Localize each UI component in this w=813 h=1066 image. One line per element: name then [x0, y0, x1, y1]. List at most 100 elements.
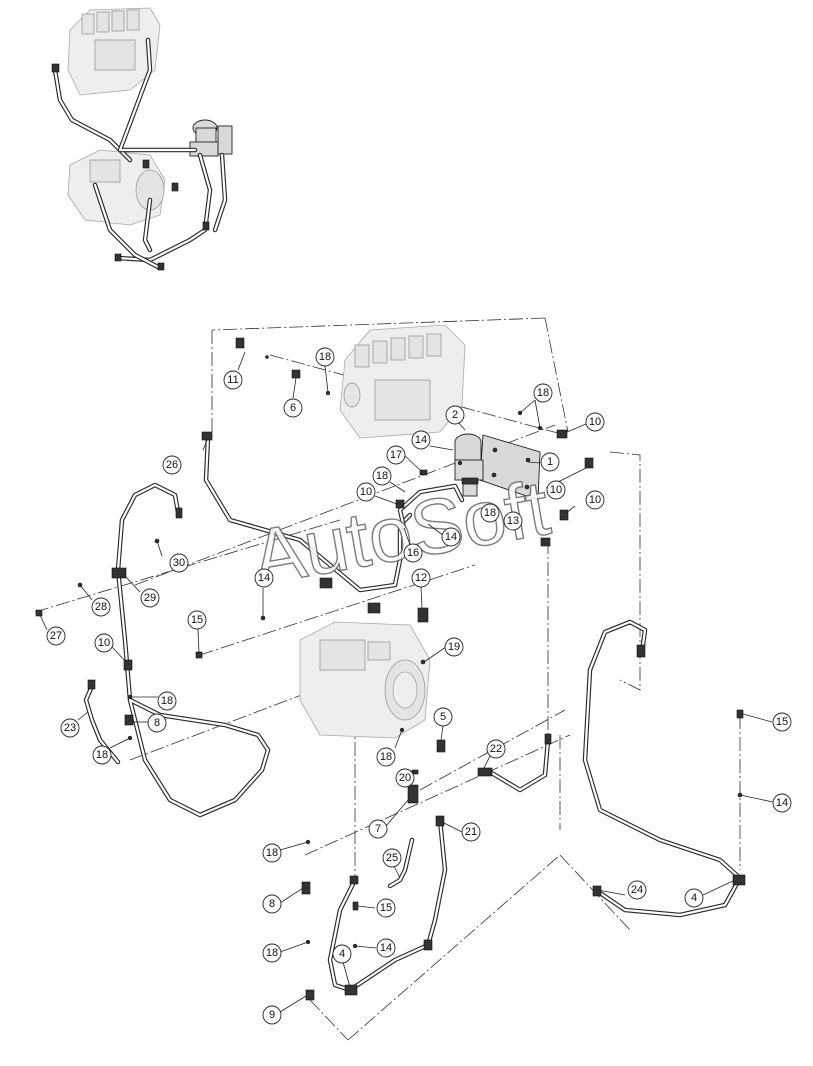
callout-10-c: 10 — [356, 482, 376, 502]
callout-18-c: 18 — [372, 466, 392, 486]
callout-29: 29 — [140, 588, 160, 608]
svg-text:24: 24 — [631, 884, 643, 896]
callouts: 11 6 18 18 10 2 14 17 1 10 18 10 10 18 1… — [39, 347, 792, 1025]
fitting-26-end — [201, 431, 213, 441]
callout-25: 25 — [382, 848, 402, 868]
callout-9: 9 — [262, 1005, 282, 1025]
callout-10-b: 10 — [546, 480, 566, 500]
callout-18-d: 18 — [480, 503, 500, 523]
svg-text:27: 27 — [50, 630, 62, 642]
callout-8-b: 8 — [262, 894, 282, 914]
svg-text:11: 11 — [227, 374, 238, 386]
fitting-10-left — [123, 659, 133, 671]
callout-7: 7 — [368, 819, 388, 839]
callout-6: 6 — [283, 398, 303, 418]
overview-pump — [67, 149, 166, 226]
callout-4-a: 4 — [684, 888, 704, 908]
hydraulic-pump — [299, 621, 431, 739]
callout-10-e: 10 — [94, 633, 114, 653]
callout-14-e: 14 — [376, 938, 396, 958]
svg-text:18: 18 — [380, 751, 392, 763]
callout-14-c: 14 — [254, 568, 274, 588]
callout-23: 23 — [60, 718, 80, 738]
svg-text:10: 10 — [589, 416, 601, 428]
callout-10-d: 10 — [585, 490, 605, 510]
callout-4-b: 4 — [332, 944, 352, 964]
callout-15-b: 15 — [772, 712, 792, 732]
svg-text:9: 9 — [269, 1009, 275, 1021]
fitting-21-bottom — [423, 939, 433, 951]
svg-text:5: 5 — [440, 711, 446, 723]
fitting-10b — [584, 457, 594, 469]
svg-text:4: 4 — [339, 948, 345, 960]
svg-text:14: 14 — [445, 531, 457, 543]
fitting-10a — [556, 429, 568, 439]
svg-text:8: 8 — [269, 898, 275, 910]
svg-text:19: 19 — [448, 641, 460, 653]
svg-text:2: 2 — [452, 409, 458, 421]
tee-8 — [124, 714, 134, 726]
fitting-12 — [417, 607, 429, 623]
callout-18-h: 18 — [262, 843, 282, 863]
svg-text:1: 1 — [547, 456, 553, 468]
callout-30: 30 — [169, 553, 189, 573]
svg-text:18: 18 — [266, 947, 278, 959]
callout-26: 26 — [162, 455, 182, 475]
callout-14-d: 14 — [772, 793, 792, 813]
fitting-29-end — [175, 507, 183, 519]
fitting-22-end — [477, 767, 493, 777]
svg-text:16: 16 — [407, 547, 419, 559]
fitting-9 — [305, 989, 315, 1001]
fitting-bottom-hose — [349, 875, 359, 885]
callout-28: 28 — [91, 597, 111, 617]
overview-control-valve — [67, 7, 161, 96]
bolt-17 — [419, 469, 428, 476]
callout-15-c: 15 — [376, 898, 396, 918]
fitting-5 — [436, 739, 446, 753]
svg-text:18: 18 — [161, 695, 173, 707]
svg-text:30: 30 — [173, 557, 185, 569]
clamp-14b — [367, 602, 381, 614]
svg-text:6: 6 — [290, 402, 296, 414]
svg-text:15: 15 — [191, 614, 203, 626]
svg-text:10: 10 — [550, 484, 562, 496]
callout-14-a: 14 — [411, 430, 431, 450]
watermark-text: AutoSoft — [246, 463, 556, 602]
callout-18-i: 18 — [262, 943, 282, 963]
callout-18-b: 18 — [533, 383, 553, 403]
callout-12: 12 — [411, 568, 431, 588]
overview-inset — [51, 7, 233, 271]
callout-1: 1 — [540, 452, 560, 472]
callout-24: 24 — [627, 880, 647, 900]
svg-text:20: 20 — [399, 772, 411, 784]
callout-15-a: 15 — [187, 610, 207, 630]
clamp-14a — [319, 577, 333, 589]
tee-8-bottom — [301, 881, 311, 895]
svg-text:21: 21 — [465, 826, 477, 838]
svg-text:18: 18 — [484, 507, 496, 519]
svg-text:25: 25 — [386, 852, 398, 864]
svg-text:18: 18 — [319, 351, 331, 363]
fitting-24-end2 — [592, 885, 602, 897]
svg-text:22: 22 — [490, 743, 502, 755]
callout-17: 17 — [386, 445, 406, 465]
fitting-22-end2 — [544, 733, 552, 745]
svg-text:13: 13 — [507, 515, 519, 527]
svg-text:18: 18 — [96, 749, 108, 761]
svg-text:14: 14 — [380, 942, 392, 954]
callout-11: 11 — [223, 370, 243, 390]
svg-text:4: 4 — [691, 892, 697, 904]
fitting-21-end — [435, 815, 445, 827]
callout-10-a: 10 — [585, 412, 605, 432]
callout-18-e: 18 — [157, 691, 177, 711]
svg-text:7: 7 — [375, 823, 381, 835]
svg-text:26: 26 — [166, 459, 178, 471]
svg-text:28: 28 — [95, 601, 107, 613]
fitting-11 — [235, 337, 245, 349]
callout-22: 22 — [486, 739, 506, 759]
svg-text:17: 17 — [390, 449, 402, 461]
callout-20: 20 — [395, 768, 415, 788]
adapter-7 — [407, 784, 419, 804]
svg-text:12: 12 — [415, 572, 427, 584]
clamp-4-right — [732, 874, 746, 886]
